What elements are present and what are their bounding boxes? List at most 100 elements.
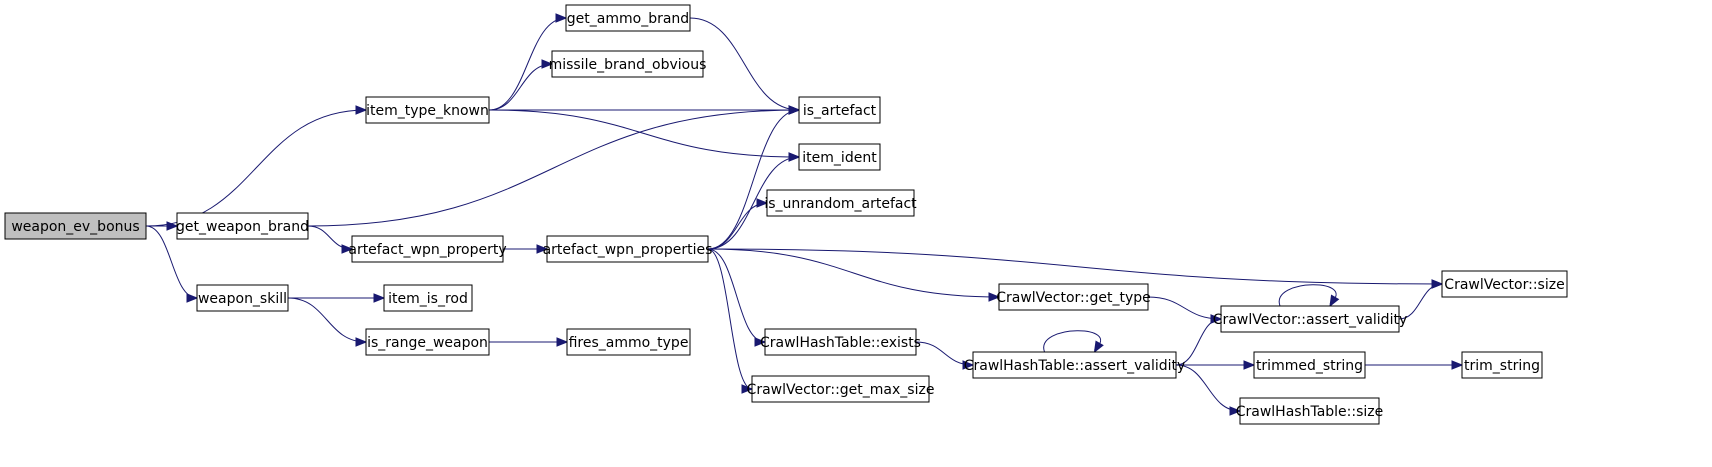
edge-line	[488, 109, 800, 158]
node-weapon-ev-bonus[interactable]: weapon_ev_bonus	[4, 212, 147, 240]
edge-arrowhead	[1093, 340, 1104, 354]
node-is-artefact[interactable]: is_artefact	[798, 96, 881, 124]
node-label: CrawlVector::get_type	[996, 290, 1151, 306]
node-label: artefact_wpn_properties	[543, 242, 713, 258]
edge-arrowhead	[988, 292, 1001, 302]
node-label: artefact_wpn_property	[348, 242, 506, 258]
node-box	[998, 283, 1149, 311]
edge-arrowhead	[754, 337, 767, 347]
node-label: weapon_ev_bonus	[11, 219, 139, 235]
node-crawlvector-assert-validity[interactable]: CrawlVector::assert_validity	[1213, 305, 1407, 333]
edge-item-type-known-to-is-artefact	[489, 105, 801, 115]
node-box	[751, 375, 930, 403]
node-box	[176, 212, 309, 240]
edge-arrowhead	[541, 59, 554, 69]
node-label: item_ident	[802, 150, 877, 166]
edge-line	[145, 109, 367, 227]
node-box	[798, 96, 881, 124]
edge-line	[707, 248, 766, 343]
edge-weapon-ev-bonus-to-item-type-known	[145, 105, 368, 227]
edge-crawlhashtable-assert-validity-to-crawlhashtable-size	[1175, 364, 1242, 416]
edge-arrowhead	[341, 244, 354, 254]
node-box	[1441, 270, 1568, 298]
node-trim-string[interactable]: trim_string	[1461, 351, 1543, 379]
node-label: trim_string	[1464, 358, 1540, 374]
node-trimmed-string[interactable]: trimmed_string	[1253, 351, 1366, 379]
edge-get-weapon-brand-to-is-artefact	[307, 105, 801, 227]
node-box	[351, 235, 504, 263]
node-label: is_unrandom_artefact	[764, 196, 917, 212]
edge-weapon-ev-bonus-to-weapon-skill	[145, 225, 199, 303]
node-crawlvector-get-type[interactable]: CrawlVector::get_type	[996, 283, 1151, 311]
edge-artefact-wpn-properties-to-crawlvector-size	[707, 248, 1444, 289]
node-box	[1253, 351, 1366, 379]
node-item-is-rod[interactable]: item_is_rod	[383, 284, 473, 312]
node-box	[365, 96, 490, 124]
edge-line	[307, 225, 353, 250]
edge-weapon-skill-to-is-range-weapon	[287, 297, 368, 347]
edge-artefact-wpn-properties-to-crawlvector-get-max-size	[707, 248, 754, 394]
edge-arrowhead	[741, 384, 754, 394]
edge-artefact-wpn-properties-to-crawlhashtable-exists	[707, 248, 767, 347]
node-weapon-skill[interactable]: weapon_skill	[196, 284, 289, 312]
edge-item-type-known-to-item-ident	[488, 109, 801, 162]
node-label: CrawlHashTable::assert_validity	[964, 358, 1186, 374]
node-label: CrawlHashTable::size	[1236, 404, 1384, 420]
node-crawlhashtable-assert-validity[interactable]: CrawlHashTable::assert_validity	[964, 351, 1186, 379]
node-box	[546, 235, 709, 263]
edge-line	[689, 17, 800, 111]
edge-arrowhead	[556, 337, 569, 347]
edge-line	[1175, 364, 1241, 412]
edge-item-type-known-to-missile-brand-obvious	[488, 59, 554, 111]
node-is-unrandom-artefact[interactable]: is_unrandom_artefact	[764, 189, 917, 217]
node-crawlvector-size[interactable]: CrawlVector::size	[1441, 270, 1568, 298]
node-label: get_ammo_brand	[567, 11, 689, 27]
node-label: CrawlVector::assert_validity	[1213, 312, 1407, 328]
edge-trimmed-string-to-trim-string	[1365, 360, 1464, 370]
node-artefact-wpn-properties[interactable]: artefact_wpn_properties	[543, 235, 713, 263]
node-box	[764, 328, 917, 356]
node-crawlhashtable-size[interactable]: CrawlHashTable::size	[1236, 397, 1384, 425]
edge-line	[307, 109, 800, 227]
edge-arrowhead	[355, 105, 368, 115]
edge-arrowhead	[788, 152, 801, 162]
node-label: CrawlHashTable::exists	[760, 335, 921, 351]
node-box	[766, 189, 915, 217]
edge-arrowhead	[1210, 314, 1223, 324]
node-crawlhashtable-exists[interactable]: CrawlHashTable::exists	[760, 328, 921, 356]
node-label: CrawlVector::size	[1444, 277, 1564, 293]
node-get-ammo-brand[interactable]: get_ammo_brand	[565, 4, 691, 32]
edge-crawlhashtable-exists-to-crawlhashtable-assert-validity	[915, 341, 975, 370]
edge-artefact-wpn-properties-to-crawlvector-get-type	[707, 248, 1001, 302]
edge-arrowhead	[166, 221, 179, 231]
node-box	[972, 351, 1177, 379]
node-get-weapon-brand[interactable]: get_weapon_brand	[176, 212, 309, 240]
node-label: fires_ammo_type	[569, 335, 689, 351]
edge-arrowhead	[756, 198, 769, 208]
node-fires-ammo-type[interactable]: fires_ammo_type	[566, 328, 691, 356]
edge-arrowhead	[355, 337, 368, 347]
node-item-type-known[interactable]: item_type_known	[365, 96, 490, 124]
edge-line	[1043, 330, 1102, 353]
node-label: item_type_known	[366, 103, 489, 119]
node-is-range-weapon[interactable]: is_range_weapon	[365, 328, 490, 356]
node-missile-brand-obvious[interactable]: missile_brand_obvious	[549, 50, 707, 78]
edge-arrowhead	[555, 13, 568, 23]
edge-line	[707, 248, 1000, 298]
node-box	[1239, 397, 1380, 425]
edge-item-type-known-to-get-ammo-brand	[488, 13, 568, 111]
node-label: CrawlVector::get_max_size	[747, 382, 935, 398]
node-box	[383, 284, 473, 312]
edge-artefact-wpn-properties-to-item-ident	[707, 152, 801, 250]
node-item-ident[interactable]: item_ident	[798, 143, 881, 171]
edge-line	[707, 109, 800, 250]
edge-crawlhashtable-assert-validity-to-crawlvector-assert-validity	[1175, 314, 1223, 366]
edge-crawlvector-get-type-to-crawlvector-assert-validity	[1147, 296, 1223, 324]
node-artefact-wpn-property[interactable]: artefact_wpn_property	[348, 235, 507, 263]
edge-weapon-skill-to-item-is-rod	[287, 293, 386, 303]
node-box	[365, 328, 490, 356]
node-crawlvector-get-max-size[interactable]: CrawlVector::get_max_size	[747, 375, 935, 403]
edge-crawlvector-assert-validity-to-crawlvector-assert-validity	[1278, 284, 1340, 308]
edge-artefact-wpn-properties-to-is-artefact	[707, 105, 801, 250]
